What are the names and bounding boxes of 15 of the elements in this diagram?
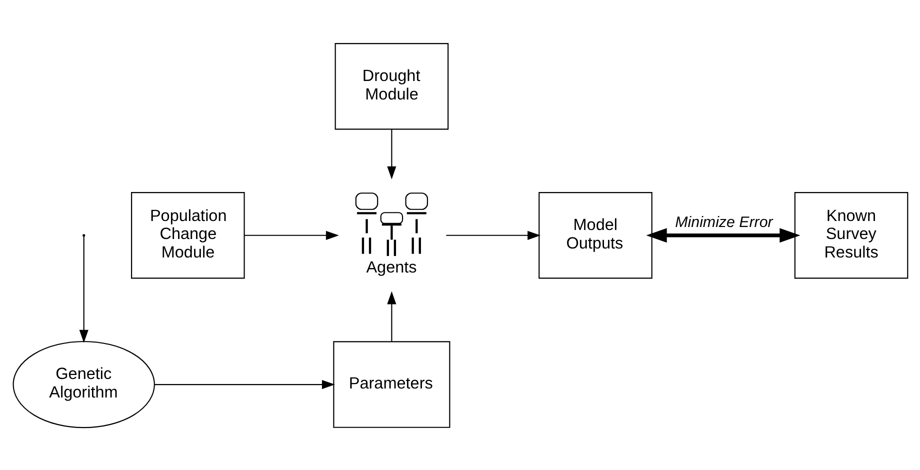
node-box: Population Change Module [130,192,244,278]
edge-label: Minimize Error [674,213,772,230]
arrow [78,236,88,342]
arrow [446,230,540,240]
arrow [386,129,396,179]
arrow [646,228,800,242]
node-box: Parameters [332,340,450,428]
arrow [386,290,396,342]
node-box: Known Survey Results [794,192,908,278]
node-ellipse: Genetic Algorithm [12,340,154,428]
arrow [154,379,334,389]
node-label: Agents [366,258,416,276]
arrow [244,230,338,240]
node-box: Model Outputs [538,192,652,278]
node-box: Drought Module [334,42,448,130]
